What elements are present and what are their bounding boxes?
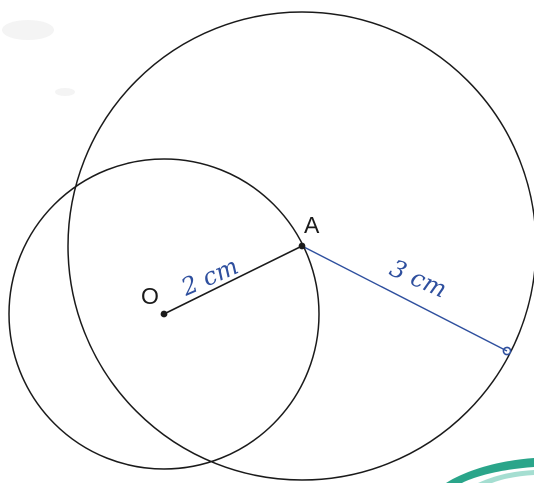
green-marker-stroke	[446, 458, 534, 483]
segment-radius-large	[301, 245, 508, 352]
point-a-dot	[298, 242, 306, 250]
segment-oa	[163, 245, 303, 315]
scan-smudge	[2, 20, 54, 40]
circle-large	[67, 11, 534, 481]
circle-small	[8, 158, 320, 470]
radius-large-label: 3 cm	[386, 254, 451, 304]
point-end-dot	[502, 346, 512, 356]
point-a-label: A	[304, 212, 320, 238]
green-marker-highlight	[478, 470, 534, 483]
point-o-dot	[160, 310, 168, 318]
radius-small-label: 2 cm	[176, 252, 242, 302]
scan-smudge	[55, 88, 75, 96]
point-o-label: O	[141, 283, 159, 309]
